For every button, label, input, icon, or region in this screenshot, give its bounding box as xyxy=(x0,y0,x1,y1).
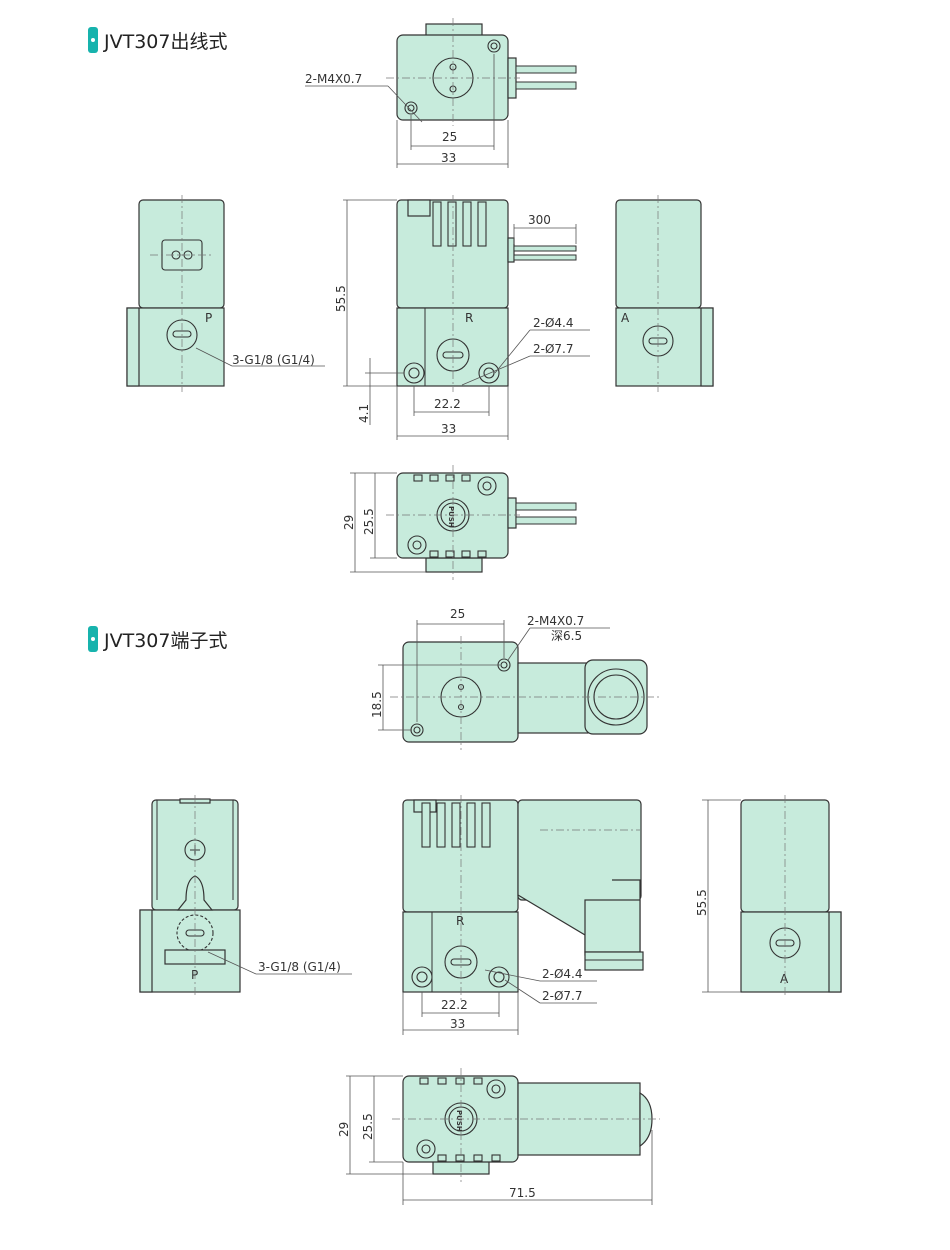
s2-push-label: PUSH xyxy=(455,1110,463,1132)
s1-hole-pitch: 22.2 xyxy=(434,397,461,411)
s1-top-inner-width: 25 xyxy=(442,130,457,144)
s1-offset: 4.1 xyxy=(357,404,371,423)
s1-port-p: P xyxy=(205,311,212,325)
s1-port-r: R xyxy=(465,311,473,325)
s1-top-width: 33 xyxy=(441,151,456,165)
s2-top-depth: 18.5 xyxy=(370,691,384,718)
s1-depth-inner: 25.5 xyxy=(362,508,376,535)
s1-port-a: A xyxy=(621,311,630,325)
s2-port-a: A xyxy=(780,972,789,986)
s1-depth-outer: 29 xyxy=(342,515,356,530)
section-title-wired: JVT307出线式 xyxy=(88,27,227,53)
s1-front-width: 33 xyxy=(441,422,456,436)
s2-top-view: 25 2-M4X0.7 深6.5 18.5 xyxy=(370,607,660,750)
section-marker-icon xyxy=(88,27,98,53)
section-title-text: JVT307出线式 xyxy=(104,30,228,53)
s1-hole-small: 2-Ø4.4 xyxy=(533,316,574,330)
s1-right-view: A xyxy=(615,195,714,392)
section-title-text: JVT307端子式 xyxy=(104,629,228,652)
s2-hole-small: 2-Ø4.4 xyxy=(542,967,583,981)
s1-left-view: P 3-G1/8 (G1/4) xyxy=(126,195,325,392)
s2-hole-pitch: 22.2 xyxy=(441,998,468,1012)
s2-front-view: R 2-Ø4.4 2-Ø7.7 22.2 33 xyxy=(402,795,644,1035)
section-marker-icon xyxy=(88,626,98,652)
s1-thread-label: 2-M4X0.7 xyxy=(305,72,362,86)
s2-port-p: P xyxy=(191,968,198,982)
s1-bottom-view: PUSH 29 25.5 xyxy=(342,465,577,580)
s2-thread: 2-M4X0.7 xyxy=(527,614,584,628)
s2-hole-large: 2-Ø7.7 xyxy=(542,989,583,1003)
s2-port-thread: 3-G1/8 (G1/4) xyxy=(258,960,341,974)
s2-front-width: 33 xyxy=(450,1017,465,1031)
s1-front-view: R 300 55.5 4.1 2-Ø4.4 2-Ø7.7 22.2 33 xyxy=(334,195,590,440)
s1-height: 55.5 xyxy=(334,285,348,312)
s2-left-view: P 3-G1/8 (G1/4) xyxy=(139,795,352,998)
s2-thread-depth: 深6.5 xyxy=(551,629,582,643)
section-title-terminal: JVT307端子式 xyxy=(88,626,227,652)
s2-depth-inner: 25.5 xyxy=(361,1113,375,1140)
s2-height: 55.5 xyxy=(695,889,709,916)
s2-bottom-view: PUSH 29 25.5 71.5 xyxy=(337,1068,660,1205)
s2-port-r: R xyxy=(456,914,464,928)
s2-right-view: A 55.5 xyxy=(695,795,842,998)
s1-push-label: PUSH xyxy=(447,506,455,528)
s1-top-view: 2-M4X0.7 25 33 xyxy=(305,18,577,168)
s1-hole-large: 2-Ø7.7 xyxy=(533,342,574,356)
s1-cable-length: 300 xyxy=(528,213,551,227)
s2-depth-outer: 29 xyxy=(337,1122,351,1137)
s2-total-length: 71.5 xyxy=(509,1186,536,1200)
s2-top-inner-width: 25 xyxy=(450,607,465,621)
s1-port-thread: 3-G1/8 (G1/4) xyxy=(232,353,315,367)
